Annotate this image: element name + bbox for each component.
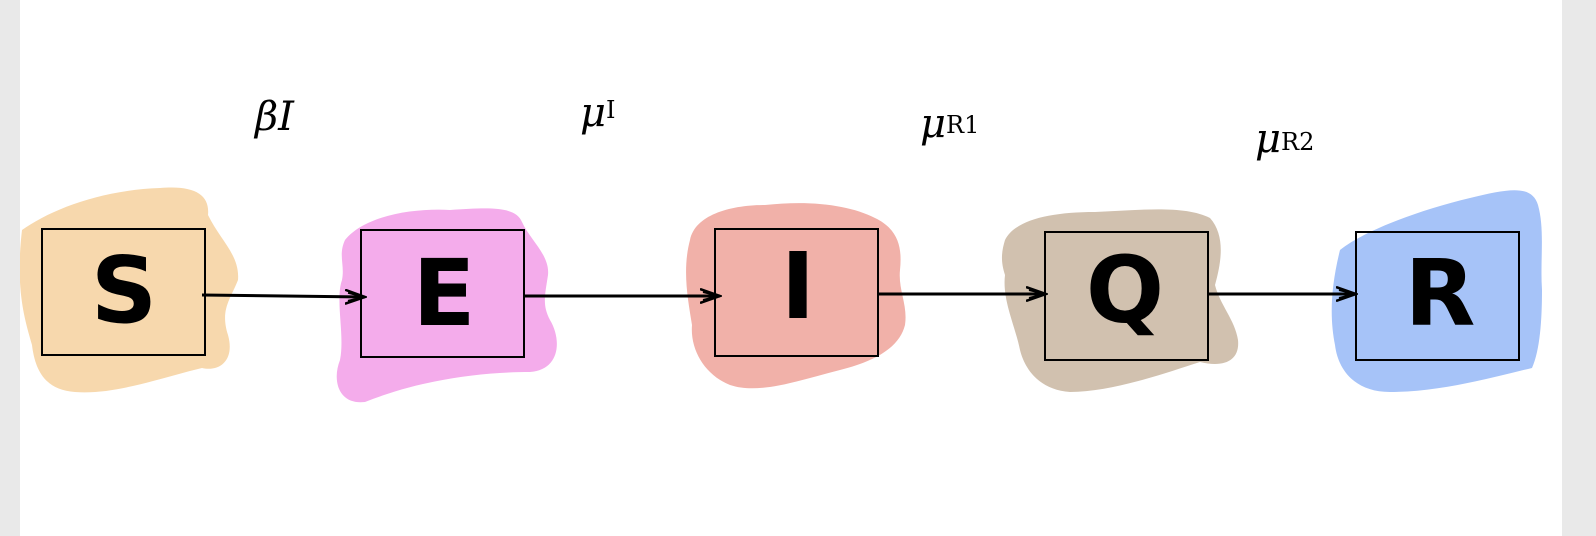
compartment-i-label: I [781, 233, 815, 340]
box-q [1044, 231, 1209, 361]
rate-subscript: R2 [1281, 128, 1314, 156]
arrow-s-e [201, 295, 365, 297]
blob-r [1331, 190, 1542, 392]
blob-q [1001, 209, 1239, 392]
rate-subscript: R1 [946, 111, 979, 139]
blob-i [686, 203, 906, 389]
box-r [1355, 231, 1520, 361]
box-e [360, 229, 525, 358]
box-layer [41, 228, 1520, 361]
rate-symbol: μ [920, 101, 946, 147]
letter-layer: S E I Q R [91, 233, 1476, 347]
rate-subscript: I [606, 96, 615, 124]
compartment-s-label: S [91, 237, 157, 344]
compartment-r-label: R [1405, 240, 1476, 347]
compartment-e-label: E [413, 240, 476, 347]
compartment-q-label: Q [1086, 237, 1164, 344]
blob-s [20, 187, 239, 393]
rate-symbol: μ [580, 90, 606, 136]
rate-label-i-q: μR1 [920, 101, 979, 147]
box-i [714, 228, 879, 357]
flow-diagram: S E I Q R βI μI μR1 μR2 [20, 90, 1542, 403]
arrow-layer [201, 294, 1356, 297]
rate-symbol: βI [253, 94, 295, 140]
rate-layer: βI μI μR1 μR2 [253, 90, 1314, 162]
diagram-canvas: S E I Q R βI μI μR1 μR2 [20, 0, 1562, 536]
rate-symbol: μ [1255, 116, 1281, 162]
rate-label-q-r: μR2 [1255, 116, 1314, 162]
rate-label-s-e: βI [253, 94, 295, 140]
box-s [41, 228, 206, 356]
blob-layer [20, 187, 1542, 403]
rate-label-e-i: μI [580, 90, 615, 136]
blob-e [336, 208, 557, 403]
